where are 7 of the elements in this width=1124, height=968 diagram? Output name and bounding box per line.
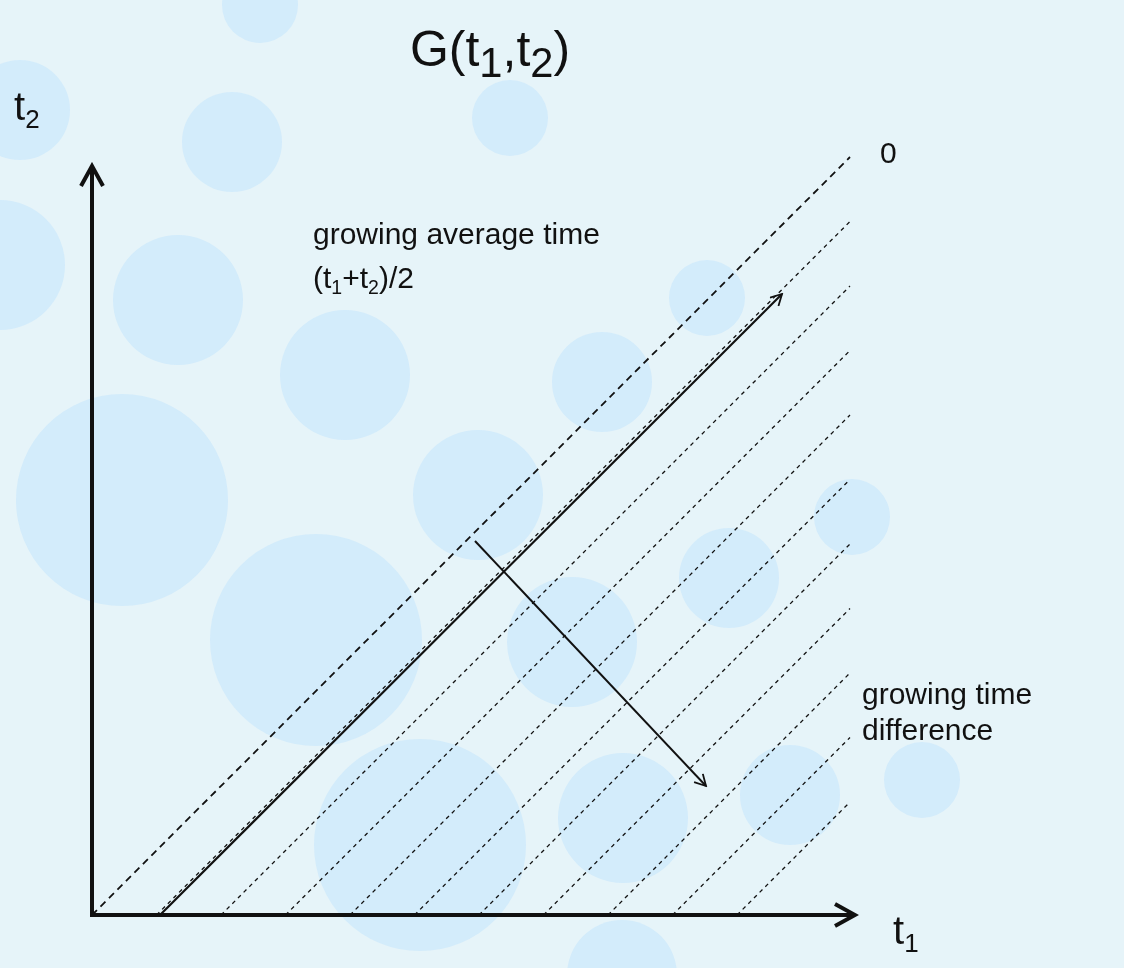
axis-label: growing average time [313, 216, 600, 252]
axis-label: growing time difference [862, 676, 1034, 748]
axis-label: 0 [880, 135, 897, 171]
axis-label: (t$_{1}$+t$_{2}$)/2 [313, 260, 414, 300]
axis-label: t$_{1}$ [893, 907, 919, 959]
title: G(t$_{1}$,t$_{2}$) [408, 20, 572, 87]
axis-label: t$_{2}$ [14, 83, 40, 135]
